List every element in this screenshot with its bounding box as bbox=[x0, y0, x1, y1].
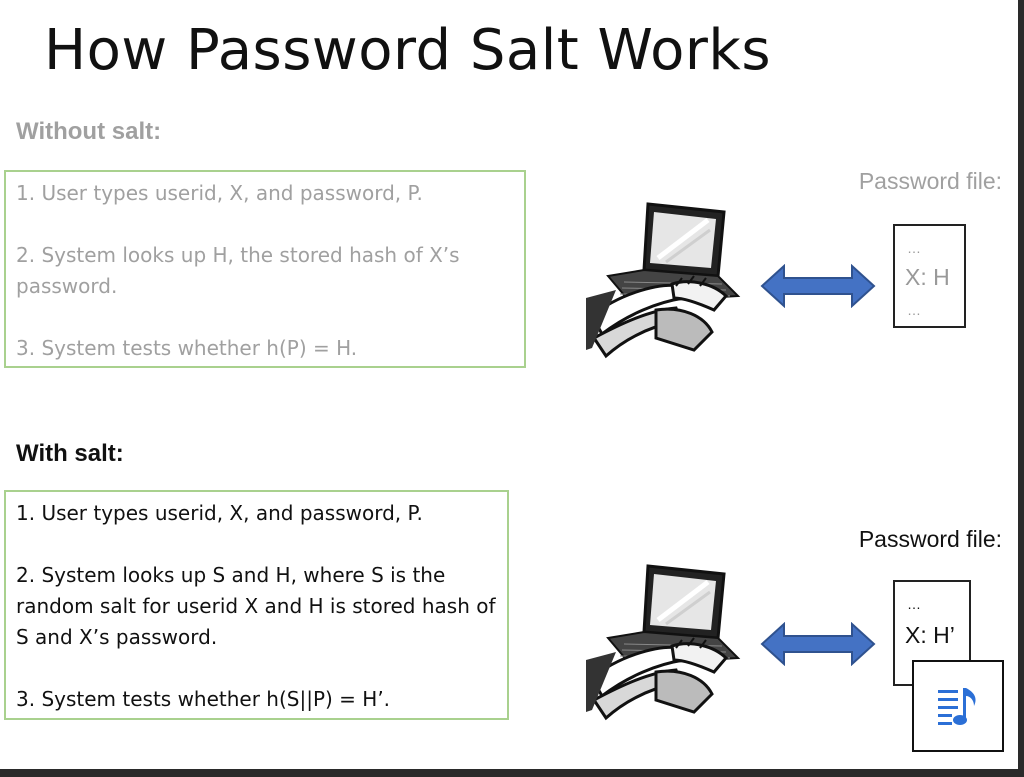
double-arrow-icon bbox=[760, 621, 876, 671]
password-file-ellipsis: … bbox=[907, 302, 924, 318]
window-edge bbox=[1018, 0, 1024, 777]
audio-notes-button[interactable] bbox=[912, 660, 1004, 752]
with-salt-step-2: 2. System looks up S and H, where S is t… bbox=[16, 563, 496, 649]
password-file-label: Password file: bbox=[858, 526, 1002, 552]
password-file-entry: X: H bbox=[905, 264, 950, 290]
without-salt-step-1: 1. User types userid, X, and password, P… bbox=[16, 181, 423, 205]
password-file-ellipsis: … bbox=[907, 240, 924, 256]
without-salt-step-2: 2. System looks up H, the stored hash of… bbox=[16, 243, 460, 298]
password-file-ellipsis: … bbox=[907, 596, 924, 612]
person-typing-on-laptop-icon bbox=[586, 198, 746, 371]
password-file-card: … X: H … bbox=[893, 224, 966, 328]
with-salt-step-1: 1. User types userid, X, and password, P… bbox=[16, 501, 423, 525]
slide-title: How Password Salt Works bbox=[44, 18, 772, 83]
window-edge bbox=[0, 769, 1024, 777]
with-salt-step-3: 3. System tests whether h(S||P) = H’. bbox=[16, 687, 391, 711]
without-salt-step-3: 3. System tests whether h(P) = H. bbox=[16, 336, 358, 360]
password-file-label: Password file: bbox=[858, 168, 1002, 194]
with-salt-steps-box: 1. User types userid, X, and password, P… bbox=[4, 490, 509, 720]
person-typing-on-laptop-icon bbox=[586, 560, 746, 733]
password-file-entry: X: H’ bbox=[905, 622, 955, 648]
double-arrow-icon bbox=[760, 263, 876, 313]
without-salt-heading: Without salt: bbox=[16, 118, 162, 145]
with-salt-heading: With salt: bbox=[16, 440, 124, 467]
without-salt-steps-box: 1. User types userid, X, and password, P… bbox=[4, 170, 526, 368]
audio-notes-icon bbox=[938, 688, 976, 725]
